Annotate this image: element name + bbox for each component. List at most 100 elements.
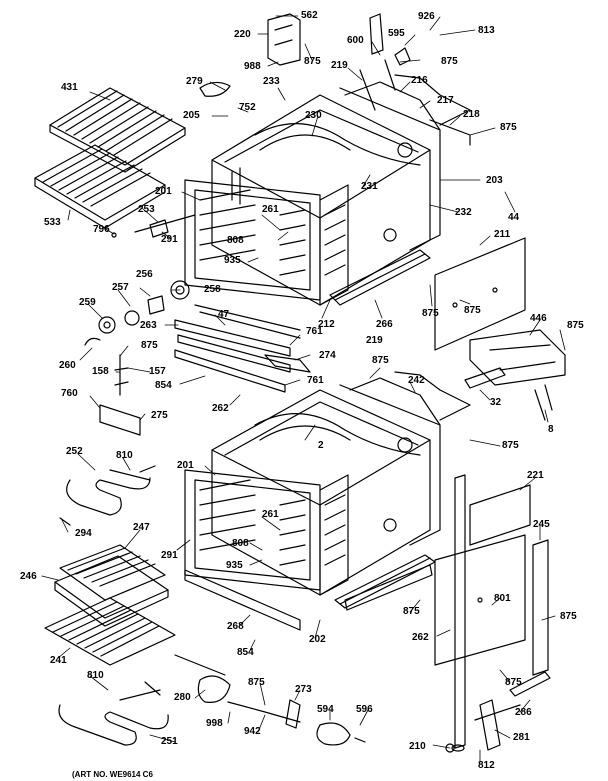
part-label-431: 431: [61, 82, 78, 93]
part-label-263: 263: [140, 320, 157, 331]
part-label-210: 210: [409, 741, 426, 752]
part-label-268: 268: [227, 621, 244, 632]
part-label-854: 854: [237, 647, 254, 658]
part-label-875: 875: [141, 340, 158, 351]
part-label-875: 875: [304, 56, 321, 67]
part-label-294: 294: [75, 528, 92, 539]
part-label-854: 854: [155, 380, 172, 391]
part-label-810: 810: [116, 450, 133, 461]
part-label-262: 262: [212, 403, 229, 414]
small-components-top: [199, 13, 411, 97]
lower-side-panels: [339, 371, 549, 752]
part-label-291: 291: [161, 234, 178, 245]
part-label-875: 875: [441, 56, 458, 67]
part-label-875: 875: [464, 305, 481, 316]
part-label-253: 253: [138, 204, 155, 215]
part-label-230: 230: [305, 110, 322, 121]
part-label-752: 752: [239, 102, 256, 113]
upper-oven-cavity: [184, 94, 431, 306]
part-label-202: 202: [309, 634, 326, 645]
part-label-158: 158: [92, 366, 109, 377]
part-label-875: 875: [502, 440, 519, 451]
part-label-256: 256: [136, 269, 153, 280]
part-label-262: 262: [412, 632, 429, 643]
part-label-291: 291: [161, 550, 178, 561]
part-label-875: 875: [567, 320, 584, 331]
part-label-201: 201: [177, 460, 194, 471]
part-label-203: 203: [486, 175, 503, 186]
part-label-252: 252: [66, 446, 83, 457]
part-label-796: 796: [93, 224, 110, 235]
broil-element-251: [58, 681, 169, 746]
broiler-pan-247: [54, 544, 169, 627]
part-label-935: 935: [226, 560, 243, 571]
part-label-875: 875: [560, 611, 577, 622]
part-label-935: 935: [224, 255, 241, 266]
part-label-446: 446: [530, 313, 547, 324]
part-label-279: 279: [186, 76, 203, 87]
part-label-286: 286: [515, 707, 532, 718]
part-label-260: 260: [59, 360, 76, 371]
part-label-247: 247: [133, 522, 150, 533]
part-label-220: 220: [234, 29, 251, 40]
part-label-44: 44: [508, 212, 520, 223]
part-label-257: 257: [112, 282, 129, 293]
part-label-2: 2: [318, 440, 324, 451]
part-label-594: 594: [317, 704, 334, 715]
part-label-875: 875: [248, 677, 265, 688]
part-label-275: 275: [151, 410, 168, 421]
part-label-261: 261: [262, 509, 279, 520]
bracket-parts: [464, 367, 546, 421]
part-label-761: 761: [306, 326, 323, 337]
part-label-205: 205: [183, 110, 200, 121]
part-label-47: 47: [218, 309, 230, 320]
part-label-595: 595: [388, 28, 405, 39]
part-label-258: 258: [204, 284, 221, 295]
part-label-875: 875: [372, 355, 389, 366]
hinge-parts-286-281: [445, 671, 551, 753]
lower-oven-cavity: [184, 389, 436, 609]
part-label-261: 261: [262, 204, 279, 215]
part-label-562: 562: [301, 10, 318, 21]
art-number-footer: (ART NO. WE9614 C6: [72, 770, 153, 779]
part-label-217: 217: [437, 95, 454, 106]
part-label-813: 813: [478, 25, 495, 36]
part-label-596: 596: [356, 704, 373, 715]
oven-sensor-wiring: [174, 654, 366, 746]
part-label-233: 233: [263, 76, 280, 87]
lower-trim-rail: [184, 564, 433, 631]
part-label-241: 241: [50, 655, 67, 666]
part-label-812: 812: [478, 760, 495, 771]
part-label-281: 281: [513, 732, 530, 743]
part-label-801: 801: [494, 593, 511, 604]
part-label-232: 232: [455, 207, 472, 218]
part-label-219: 219: [331, 60, 348, 71]
part-label-221: 221: [527, 470, 544, 481]
part-label-998: 998: [206, 718, 223, 729]
part-label-231: 231: [361, 181, 378, 192]
part-label-533: 533: [44, 217, 61, 228]
part-label-875: 875: [403, 606, 420, 617]
oven-rack-431: [49, 87, 186, 173]
part-label-201: 201: [155, 186, 172, 197]
part-label-942: 942: [244, 726, 261, 737]
part-label-875: 875: [500, 122, 517, 133]
part-label-875: 875: [505, 677, 522, 688]
part-label-242: 242: [408, 375, 425, 386]
part-label-246: 246: [20, 571, 37, 582]
oven-rack-241: [44, 597, 176, 666]
part-label-808: 808: [232, 538, 249, 549]
part-label-810: 810: [87, 670, 104, 681]
control-knobs-switches: [84, 214, 196, 436]
part-label-216: 216: [411, 75, 428, 86]
part-label-274: 274: [319, 350, 336, 361]
part-label-875: 875: [422, 308, 439, 319]
part-label-808: 808: [227, 235, 244, 246]
part-label-761: 761: [307, 375, 324, 386]
part-label-32: 32: [490, 397, 502, 408]
part-label-218: 218: [463, 109, 480, 120]
leader-lines: [41, 15, 566, 763]
part-label-266: 266: [376, 319, 393, 330]
